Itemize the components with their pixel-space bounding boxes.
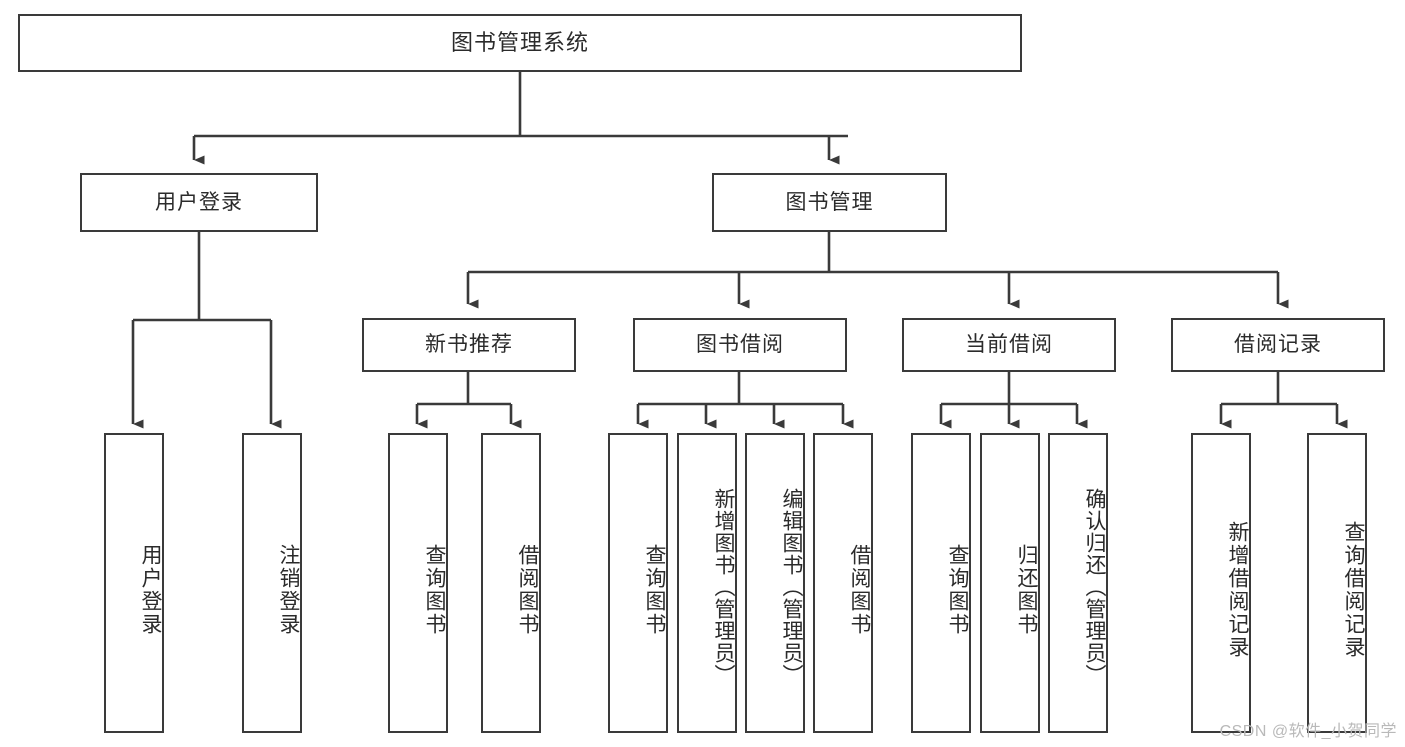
leaf-logout-login[interactable]: 注销登录 [242,433,302,733]
leaf-add-book-admin[interactable]: 新增图书（管理员） [677,433,737,733]
node-book-borrow[interactable]: 图书借阅 [633,318,847,372]
leaf-borrow-book-recommend[interactable]: 借阅图书 [481,433,541,733]
node-root-system[interactable]: 图书管理系统 [18,14,1022,72]
leaf-add-borrow-record[interactable]: 新增借阅记录 [1191,433,1251,733]
leaf-query-book-borrow[interactable]: 查询图书 [608,433,668,733]
leaf-edit-book-admin[interactable]: 编辑图书（管理员） [745,433,805,733]
node-borrow-record[interactable]: 借阅记录 [1171,318,1385,372]
leaf-user-login[interactable]: 用户登录 [104,433,164,733]
watermark-text: CSDN @软件_小贺同学 [1219,723,1397,740]
leaf-return-book[interactable]: 归还图书 [980,433,1040,733]
leaf-query-borrow-record[interactable]: 查询借阅记录 [1307,433,1367,733]
leaf-query-book-recommend[interactable]: 查询图书 [388,433,448,733]
leaf-borrow-book-borrow[interactable]: 借阅图书 [813,433,873,733]
leaf-confirm-return-admin[interactable]: 确认归还（管理员） [1048,433,1108,733]
node-new-book-recommend[interactable]: 新书推荐 [362,318,576,372]
node-current-borrow[interactable]: 当前借阅 [902,318,1116,372]
node-book-manage[interactable]: 图书管理 [712,173,947,232]
leaf-query-book-current[interactable]: 查询图书 [911,433,971,733]
node-user-login[interactable]: 用户登录 [80,173,318,232]
